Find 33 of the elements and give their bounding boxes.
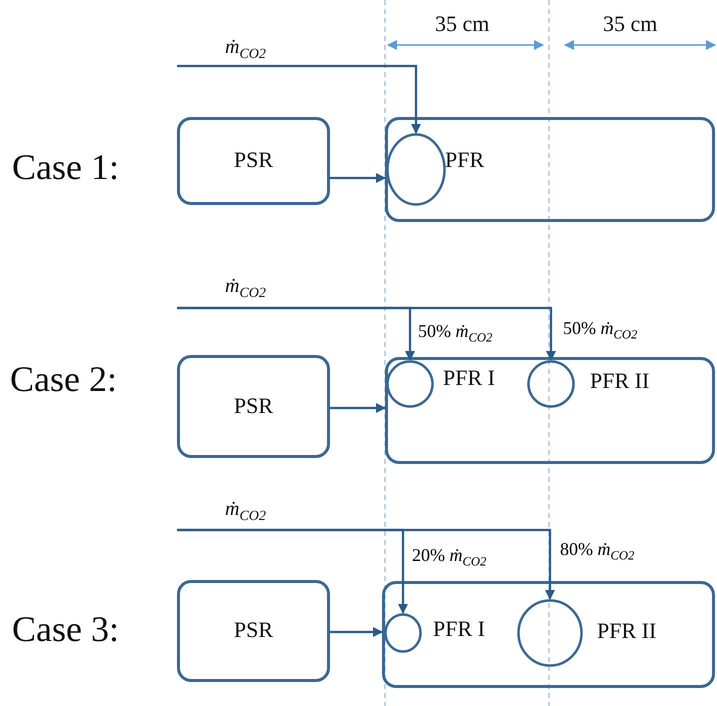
reactor-label: PFR II xyxy=(597,619,656,644)
arrow xyxy=(330,403,386,413)
mixing-circle xyxy=(384,613,422,653)
dimension-label: 35 cm xyxy=(435,12,490,36)
arrow xyxy=(177,64,421,134)
flow-label: ṁ$_{CO2}$ xyxy=(225,275,266,302)
dimension-label: 35 cm xyxy=(603,12,658,36)
reactor-box xyxy=(177,580,330,682)
reactor-label: PSR xyxy=(232,394,274,418)
reactor-label: PFR xyxy=(445,148,484,172)
reactor-label: PFR I xyxy=(443,366,495,390)
reactor-box xyxy=(177,355,330,458)
reactor-box xyxy=(382,581,715,688)
flow-label: ṁ$_{CO2}$ xyxy=(225,36,266,62)
mixing-circle xyxy=(527,360,575,408)
reactor-label: PSR xyxy=(232,148,274,172)
reactor-box xyxy=(385,357,715,464)
arrow xyxy=(330,627,383,637)
mixing-circle xyxy=(517,599,583,667)
reactor-label: PFR II xyxy=(590,369,650,394)
reactor-label: PFR I xyxy=(433,617,485,642)
reactor-label: PSR xyxy=(232,618,274,642)
flow-label: ṁ$_{CO2}$ xyxy=(225,498,266,524)
case-label: Case 3: xyxy=(12,610,119,650)
mixing-circle xyxy=(386,360,434,408)
arrow xyxy=(330,173,386,183)
arrow xyxy=(177,306,556,361)
case-label: Case 2: xyxy=(10,360,117,400)
mixing-circle xyxy=(386,133,446,206)
reactor-box xyxy=(177,117,330,205)
reactor-box xyxy=(385,117,715,222)
arrow xyxy=(177,528,555,600)
case-label: Case 1: xyxy=(12,148,119,188)
